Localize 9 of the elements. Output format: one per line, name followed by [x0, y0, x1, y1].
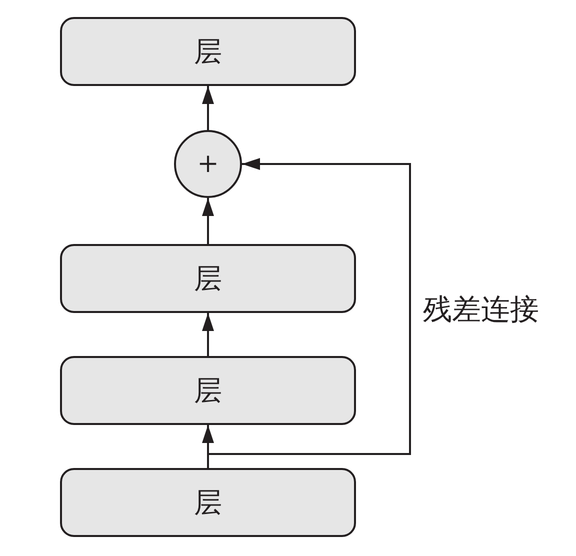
layer-box: 层 — [60, 468, 356, 537]
arrow — [202, 86, 214, 130]
arrow — [202, 313, 214, 356]
layer-box: 层 — [60, 17, 356, 86]
edge-label: 残差连接 — [422, 294, 540, 326]
arrow — [202, 198, 214, 244]
layer-box: 层 — [60, 356, 356, 425]
layer-box: 层 — [60, 244, 356, 313]
sum-circle: + — [174, 130, 242, 198]
